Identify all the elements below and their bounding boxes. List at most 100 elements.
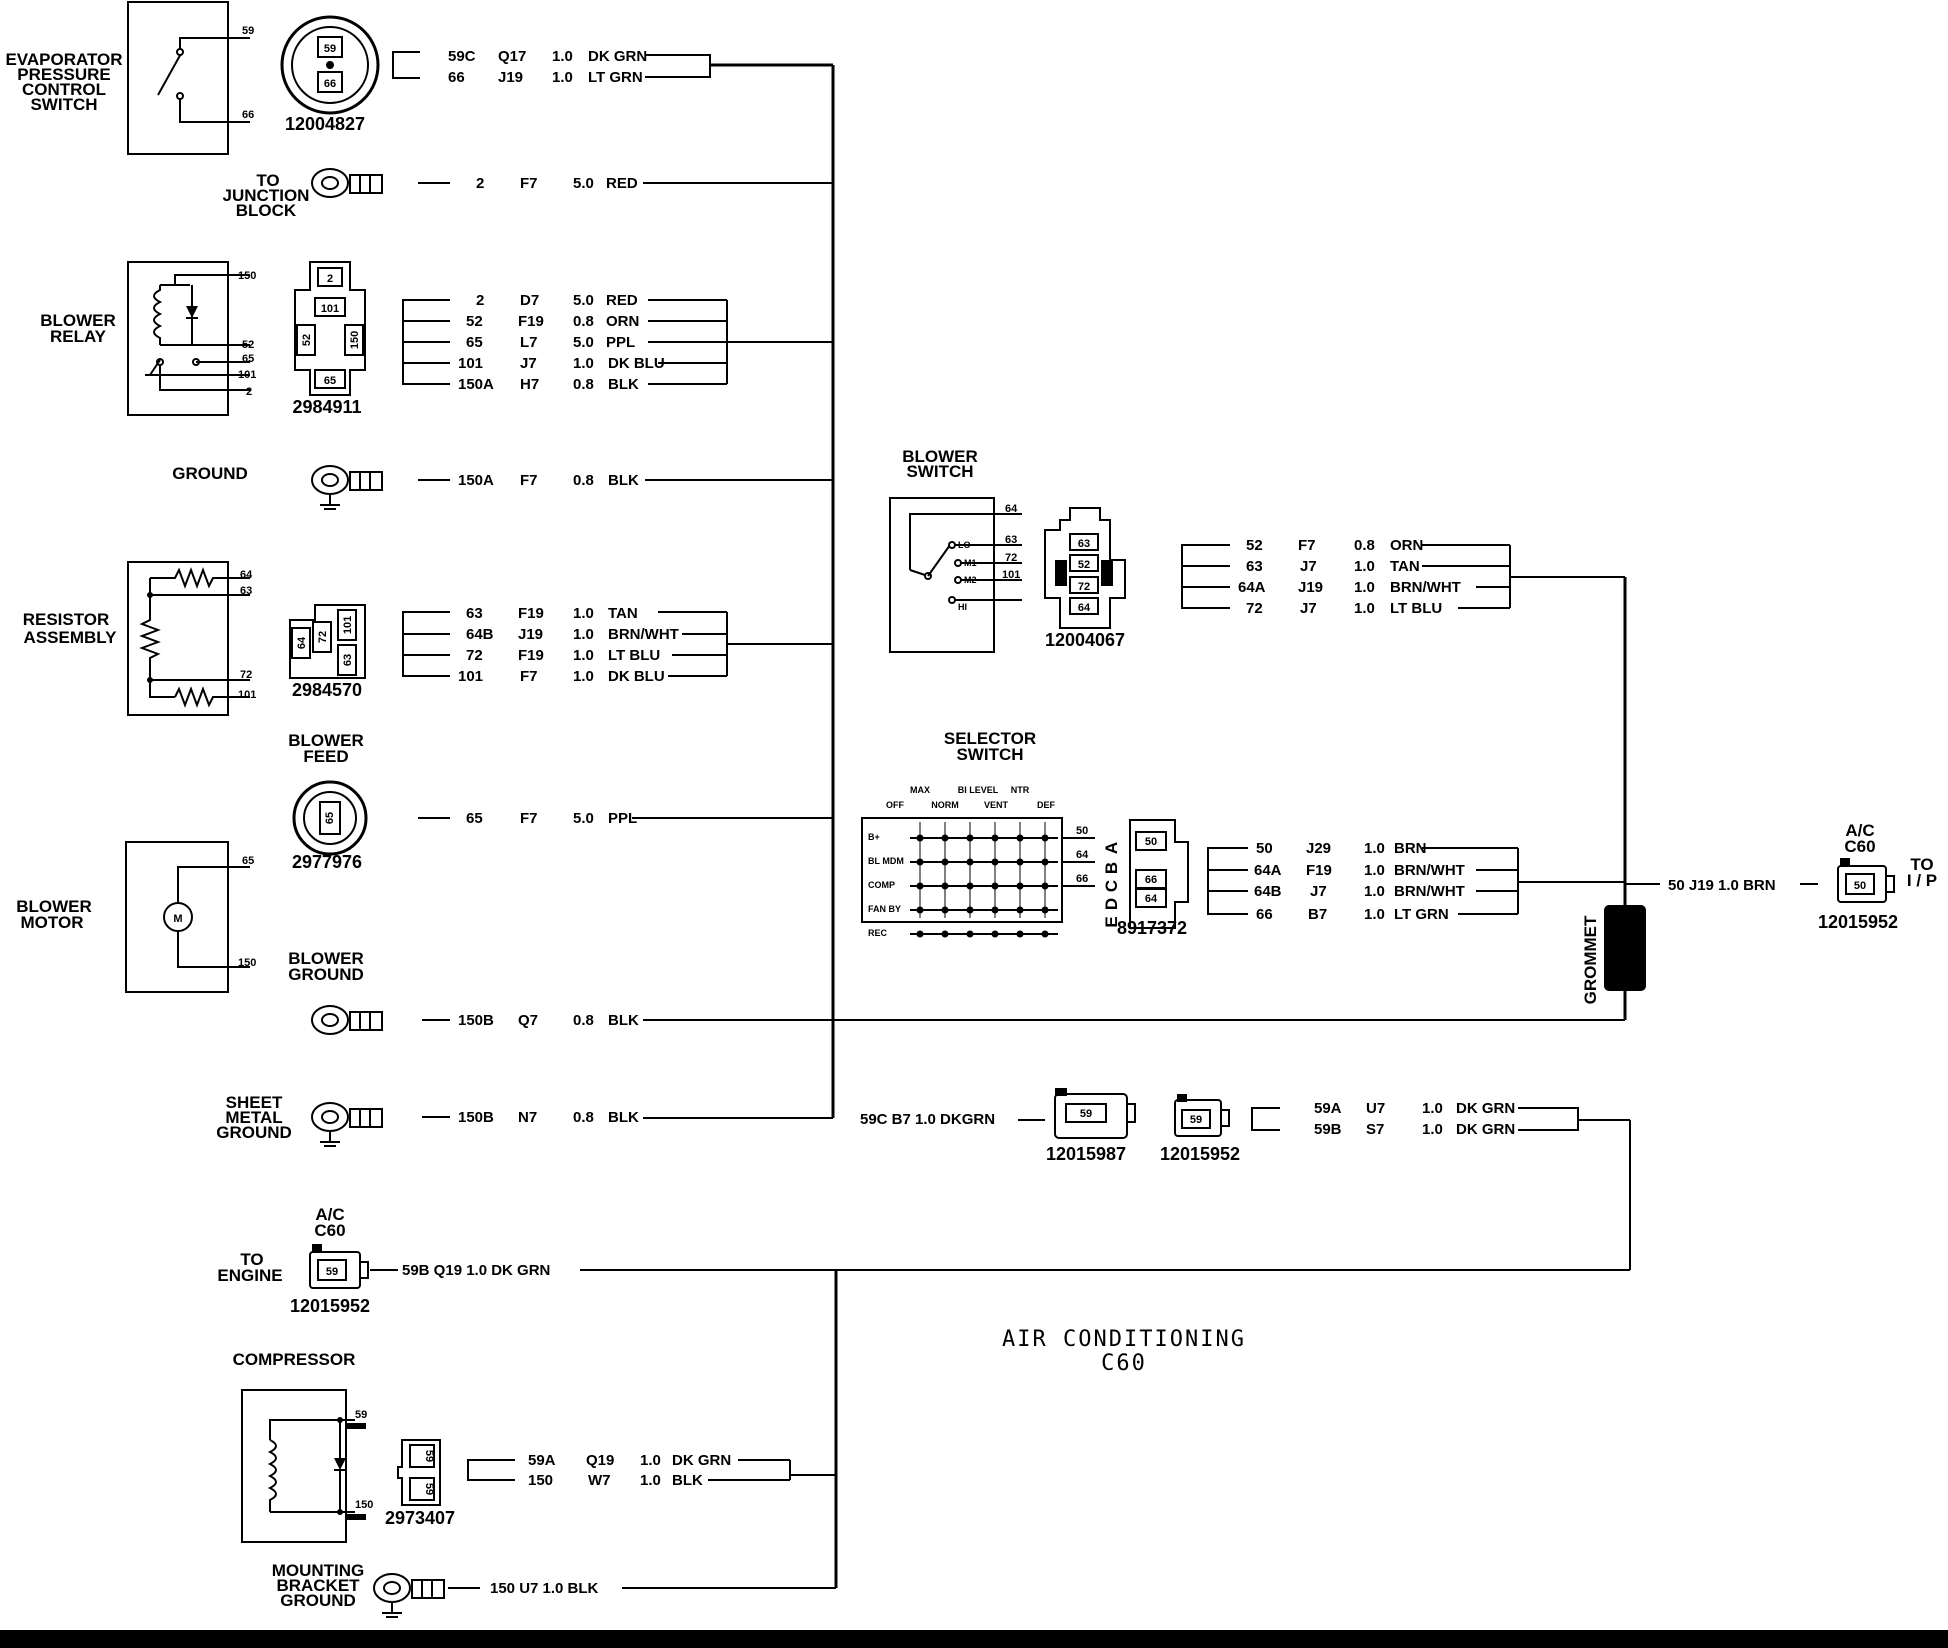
relay-connector [294, 261, 366, 396]
sel-bot-norm: NORM [931, 800, 959, 810]
bsw-pos-hi: HI [958, 602, 967, 612]
bsw-w1-color: ORN [1390, 537, 1423, 554]
resistor-conn-pin-101: 101 [342, 616, 354, 634]
resistor-w2-loc: J19 [518, 626, 543, 643]
mid-w2-color: DK GRN [1456, 1121, 1515, 1138]
evap-pin-59: 59 [242, 25, 254, 37]
relay-conn-pin-65: 65 [324, 375, 336, 387]
bsw-w4-circuit: 72 [1246, 600, 1263, 617]
relay-w5-color: BLK [608, 376, 639, 393]
ip-label-1: TO [1910, 855, 1933, 874]
sel-conn-pin-64: 64 [1145, 893, 1158, 905]
sel-w3-loc: J7 [1310, 883, 1327, 900]
resistor-w3-color: LT BLU [608, 647, 660, 664]
resistor-pin-63: 63 [240, 585, 252, 597]
relay-w1-circuit: 2 [476, 292, 484, 309]
feed-label-1: BLOWER [288, 731, 364, 750]
evap-label-3: CONTROL [22, 80, 106, 99]
compressor: COMPRESSOR 59 150 59 59 2973407 59A Q19 … [233, 1350, 791, 1543]
relay-w2-circuit: 52 [466, 313, 483, 330]
smg-label-2: METAL [225, 1108, 282, 1127]
relay-w4-gauge: 1.0 [573, 355, 594, 372]
sel-w1-color: BRN [1394, 840, 1427, 857]
sel-w1-circuit: 50 [1256, 840, 1273, 857]
main-harness-trunk [580, 63, 1660, 1589]
mid-w1-gauge: 1.0 [1422, 1100, 1443, 1117]
mid-w1-color: DK GRN [1456, 1100, 1515, 1117]
smg-color: BLK [608, 1109, 639, 1126]
relay-w1-color: RED [606, 292, 638, 309]
resistor-pin-101: 101 [238, 689, 256, 701]
ip-label-2: I / P [1907, 871, 1937, 890]
sel-top-bilevel: BI LEVEL [958, 785, 999, 795]
evap-label-2: PRESSURE [17, 65, 111, 84]
bsw-w2-circuit: 63 [1246, 558, 1263, 575]
ip-conn-pin: 50 [1854, 880, 1866, 892]
ground-loc: F7 [520, 472, 538, 489]
mbg-wire-text: 150 U7 1.0 BLK [490, 1580, 599, 1597]
relay-w2-color: ORN [606, 313, 639, 330]
resistor-w3-loc: F19 [518, 647, 544, 664]
bsw-conn-pin-64: 64 [1078, 602, 1091, 614]
junction-loc: F7 [520, 175, 538, 192]
mid-wire-text: 59C B7 1.0 DKGRN [860, 1111, 995, 1128]
bsw-label-2: SWITCH [906, 462, 973, 481]
title-line-2: C60 [1101, 1351, 1147, 1376]
mid-w2-circuit: 59B [1314, 1121, 1342, 1138]
ground-label: GROUND [172, 464, 248, 483]
mbg-label-1: MOUNTING [272, 1561, 365, 1580]
relay-pin-52: 52 [242, 339, 254, 351]
sel-pin-66: 66 [1076, 873, 1088, 885]
sel-w3-gauge: 1.0 [1364, 883, 1385, 900]
motor-pin-65: 65 [242, 855, 254, 867]
sel-w3-color: BRN/WHT [1394, 883, 1465, 900]
bsw-label-1: BLOWER [902, 447, 978, 466]
junction-label-3: BLOCK [236, 201, 297, 220]
mid-conn2-part: 12015952 [1160, 1144, 1240, 1164]
ip-part-number: 12015952 [1818, 912, 1898, 932]
selector-contact-dot [1016, 930, 1024, 938]
ip-wire-text: 50 J19 1.0 BRN [1668, 877, 1776, 894]
relay-conn-pin-52: 52 [301, 334, 313, 346]
relay-w5-gauge: 0.8 [573, 376, 594, 393]
engine-label-1: TO [240, 1250, 263, 1269]
selector-contact-grid [910, 822, 1058, 938]
relay-w3-color: PPL [606, 334, 635, 351]
smg-loc: N7 [518, 1109, 537, 1126]
bsw-w2-gauge: 1.0 [1354, 558, 1375, 575]
relay-w3-gauge: 5.0 [573, 334, 594, 351]
sel-w2-loc: F19 [1306, 862, 1332, 879]
feed-part-number: 2977976 [292, 852, 362, 872]
compressor-conn-pin-1: 59 [423, 1450, 435, 1462]
bground-label-2: GROUND [288, 965, 364, 984]
relay-pin-150: 150 [238, 270, 256, 282]
resistor-w2-color: BRN/WHT [608, 626, 679, 643]
bsw-w1-circuit: 52 [1246, 537, 1263, 554]
ring-terminal-icon [311, 168, 349, 198]
sel-w2-color: BRN/WHT [1394, 862, 1465, 879]
relay-w4-circuit: 101 [458, 355, 483, 372]
smg-label-3: GROUND [216, 1123, 292, 1142]
bground-loc: Q7 [518, 1012, 538, 1029]
bsw-pin-64: 64 [1005, 503, 1018, 515]
sel-w4-color: LT GRN [1394, 906, 1449, 923]
grommet-label: GROMMET [1581, 915, 1600, 1004]
grommet: GROMMET [1581, 905, 1646, 1004]
relay-w1-loc: D7 [520, 292, 539, 309]
relay-pin-2: 2 [246, 386, 252, 398]
evap-conn-pin-66: 66 [324, 78, 336, 90]
bsw-w1-loc: F7 [1298, 537, 1316, 554]
ground-terminal: GROUND 150A F7 0.8 BLK [172, 464, 639, 510]
resistor-w1-gauge: 1.0 [573, 605, 594, 622]
sel-row-blmdm: BL MDM [868, 856, 904, 866]
blower-feed: BLOWER FEED 65 2977976 65 F7 5.0 PPL [288, 731, 637, 872]
compressor-pin-59: 59 [355, 1409, 367, 1421]
resistor-w4-loc: F7 [520, 668, 538, 685]
sel-bot-off: OFF [886, 800, 904, 810]
selector-contact-dot [941, 930, 949, 938]
motor-label-2: MOTOR [21, 913, 84, 932]
comp-w2-circuit: 150 [528, 1472, 553, 1489]
sel-letter-a: A [1102, 842, 1121, 854]
ip-hdr-1: A/C [1845, 821, 1874, 840]
sel-letter-d: D [1102, 898, 1121, 910]
